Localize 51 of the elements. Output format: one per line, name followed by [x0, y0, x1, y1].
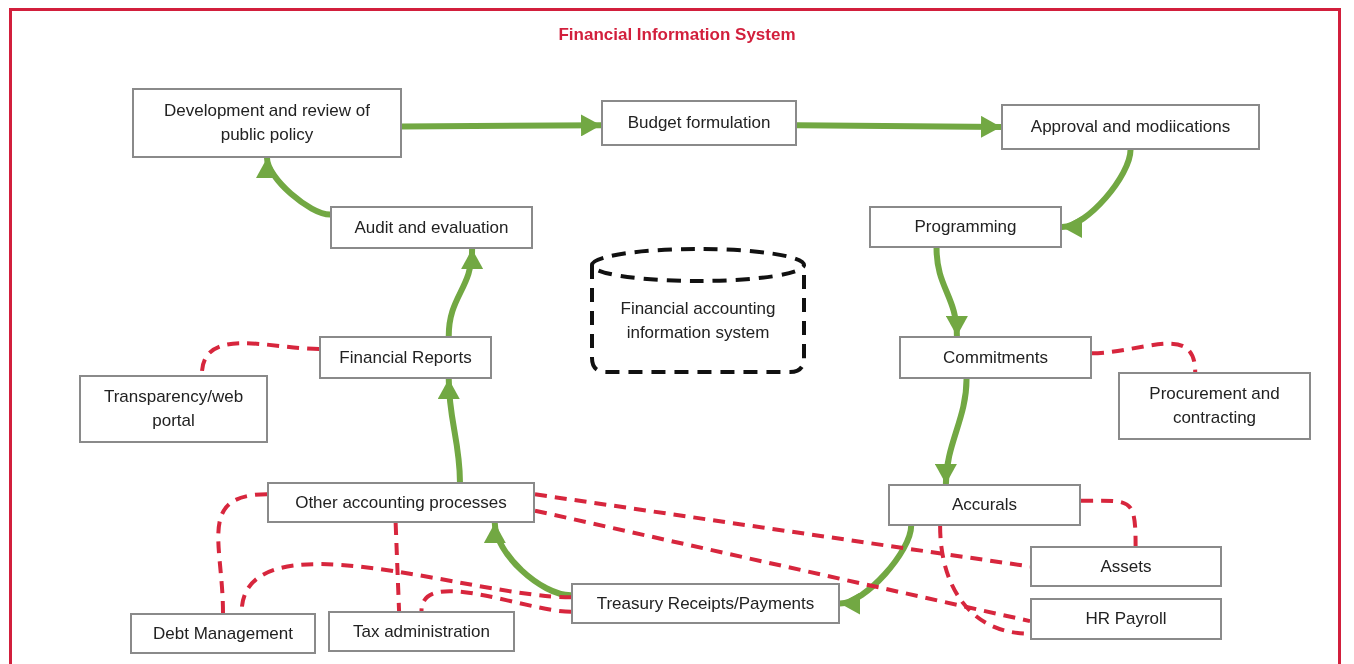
node-label: Commitments [943, 346, 1048, 369]
process-box [130, 613, 316, 654]
dashed-connector [393, 522, 402, 612]
node-label: Debt Management [153, 622, 293, 645]
node-label: Budget formulation [627, 112, 771, 135]
dashed-connector [419, 589, 572, 614]
process-box [330, 206, 533, 249]
node-label: Audit and evaluation [354, 216, 509, 239]
dashed-connector [1091, 341, 1198, 373]
process-box [899, 336, 1092, 379]
arrow [445, 248, 483, 337]
dashed-connector [1081, 498, 1138, 547]
process-box [319, 336, 492, 379]
process-box [869, 206, 1062, 248]
process-box [1030, 598, 1222, 640]
node-label: Transparency/web portal [102, 386, 245, 432]
node-label: Financial Reports [339, 346, 472, 369]
arrow [438, 378, 463, 483]
process-box [267, 482, 535, 523]
diagram-title: Financial Information System [557, 25, 797, 45]
node-label: Other accounting processes [295, 491, 507, 514]
node-label: Accurals [951, 494, 1018, 517]
node-label: Treasury Receipts/Payments [596, 592, 815, 615]
arrow [839, 525, 915, 612]
dashed-connector [534, 508, 1031, 624]
node-label: Programming [914, 216, 1017, 239]
database-cylinder [588, 245, 808, 376]
process-box [1001, 104, 1260, 150]
node-label: Tax administration [353, 620, 490, 643]
process-box [1030, 546, 1222, 587]
arrow [933, 247, 968, 337]
node-label: Financial accounting information system [619, 297, 777, 344]
arrow [259, 157, 331, 218]
dashed-connector [216, 492, 268, 614]
process-box [132, 88, 402, 158]
node-label: Assets [1100, 555, 1152, 578]
arrow [796, 115, 1002, 138]
node-label: HR Payroll [1085, 608, 1167, 631]
node-label: Development and review of public policy [163, 100, 371, 146]
node-label: Approval and modiications [1030, 116, 1231, 139]
process-box [79, 375, 268, 443]
arrow [1061, 149, 1134, 235]
process-box [888, 484, 1081, 526]
node-label: Procurement and contracting [1148, 383, 1281, 429]
process-box [1118, 372, 1311, 440]
arrow [486, 522, 572, 599]
arrow [935, 378, 970, 485]
process-box [328, 611, 515, 652]
arrow [401, 114, 602, 137]
process-box [571, 583, 840, 624]
process-box [601, 100, 797, 146]
